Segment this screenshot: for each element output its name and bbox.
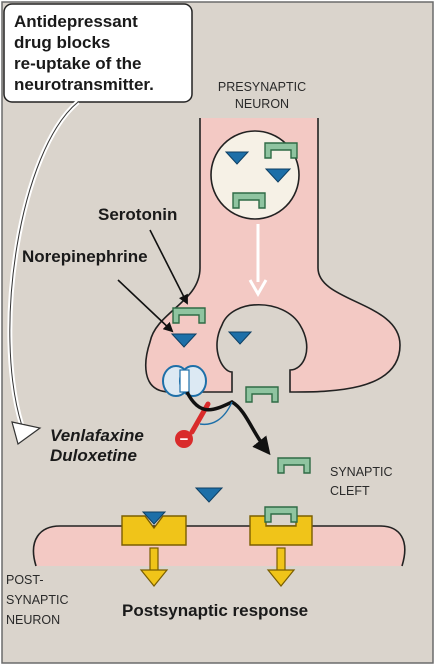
transport-arrow-head: [248, 279, 268, 298]
reuptake-transporter: [162, 365, 207, 397]
norepinephrine-molecule: [194, 487, 224, 503]
serotonin-molecule: [264, 142, 298, 159]
serotonin-molecule: [172, 307, 206, 324]
serotonin-molecule: [232, 192, 266, 209]
response-arrow: [266, 547, 296, 587]
serotonin-molecule: [245, 386, 279, 403]
norepinephrine-molecule: [227, 331, 253, 345]
synaptic-cleft-label: CLEFT: [330, 484, 370, 498]
postsynaptic-neuron: [33, 526, 405, 566]
receptor-serotonin: [249, 506, 313, 546]
callout-arrow-head: [11, 421, 42, 445]
drug-name: Duloxetine: [50, 446, 137, 465]
synaptic-cleft-label: SYNAPTIC: [330, 465, 393, 479]
norepinephrine-label: Norepinephrine: [22, 247, 148, 266]
postsynaptic-label: POST-: [6, 573, 44, 587]
callout-box: [3, 3, 193, 103]
norepinephrine-molecule: [264, 168, 292, 183]
serotonin-label: Serotonin: [98, 205, 177, 224]
response-label: Postsynaptic response: [122, 601, 308, 620]
drug-name: Venlafaxine: [50, 426, 144, 445]
callout-line: re-uptake of the: [14, 54, 142, 73]
postsynaptic-label: NEURON: [6, 613, 60, 627]
norepinephrine-molecule: [170, 333, 198, 348]
receptor-norepinephrine: [121, 511, 187, 546]
presynaptic-label: PRESYNAPTIC: [218, 80, 306, 94]
inhibition-icon: [175, 430, 193, 448]
norepinephrine-molecule: [224, 151, 250, 165]
response-arrow: [139, 547, 169, 587]
presynaptic-label: NEURON: [235, 97, 289, 111]
callout-line: Antidepressant: [14, 12, 138, 31]
postsynaptic-label: SYNAPTIC: [6, 593, 69, 607]
callout-arrow: [9, 101, 79, 427]
serotonin-molecule: [277, 457, 311, 474]
presynaptic-neuron: [145, 118, 400, 392]
callout-line: drug blocks: [14, 33, 110, 52]
callout-line: neurotransmitter.: [14, 75, 154, 94]
reuptake-arrow-thin: [199, 401, 233, 426]
inhibition-minus: −: [180, 431, 189, 448]
postsynaptic-membrane: [32, 525, 406, 567]
presynaptic-membrane: [145, 118, 401, 393]
serotonin-pointer: [149, 229, 188, 305]
norepinephrine-pointer: [117, 279, 174, 333]
